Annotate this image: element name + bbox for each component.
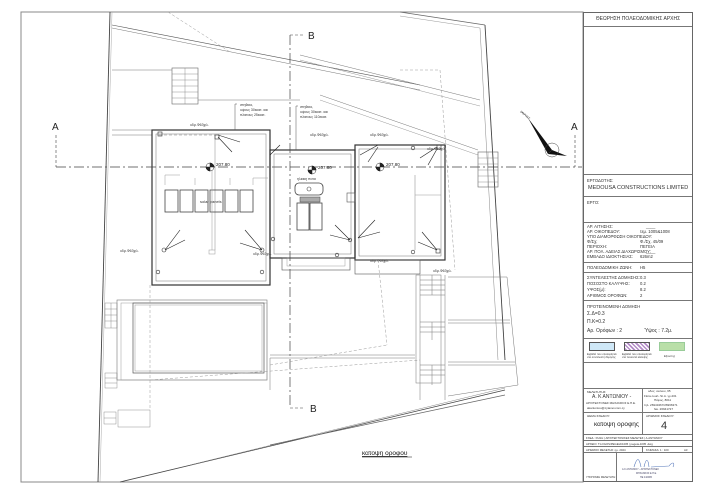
svg-text:στηθαιο,: στηθαιο, [240, 103, 253, 107]
drain-arrows [164, 134, 438, 251]
svg-text:υδρ.Φ63χιλ.: υδρ.Φ63χιλ. [253, 252, 272, 256]
legend: Εμβαδό που υπολογίζεται στο συντελεστή δ… [584, 339, 692, 363]
legend-swatch-coverage [624, 342, 650, 351]
svg-text:υψους 30εκατ. και: υψους 30εκατ. και [240, 108, 268, 112]
svg-text:υδρ.Φ63χιλ.: υδρ.Φ63χιλ. [370, 259, 389, 263]
svg-text:υδρ.Φ63χιλ.: υδρ.Φ63χιλ. [120, 249, 139, 253]
svg-text:υδρ.Φ63χιλ.: υδρ.Φ63χιλ. [190, 123, 209, 127]
empty-row [584, 363, 692, 389]
section-marker-b-top: B [308, 31, 315, 42]
sheet-subject: κατοψη οροφης [594, 421, 639, 428]
water-tank [294, 182, 324, 196]
roof-right-block [354, 144, 446, 261]
proposed-building: ΠΡΟΤΕΙΝΟΜΕΝΗ ΔΟΜΗΣΗ Σ.Δ=0.3 Π.Κ=0.2 Αρ. … [584, 301, 692, 339]
signature-area: ΥΠΟΓΡΑΦΗ ΜΕΛΕΤΗΤΗ: Α.Κ ΑΝΤΩΝΙΟΥ - ΑΡΧΙΤΕ… [584, 453, 692, 481]
section-marker-a-left: A [52, 122, 59, 133]
section-marker-b-bottom: B [310, 404, 317, 415]
signature-icon [633, 459, 675, 468]
svg-text:στηθαιο,: στηθαιο, [300, 105, 313, 109]
level-marker [205, 162, 385, 175]
title-block: ΘΕΩΡΗΣΗ ΠΟΛΕΟΔΟΜΙΚΗΣ ΑΡΧΗΣ ΕΡΓΟΔΟΤΗΣ: ME… [583, 12, 693, 482]
north-arrow-icon [521, 111, 567, 158]
svg-text:υψους 30εκατ. και: υψους 30εκατ. και [300, 110, 328, 114]
drawing-caption: κατοψη οροφου [362, 450, 408, 457]
pool-outline [116, 299, 268, 381]
svg-text:207.80: 207.80 [216, 162, 230, 167]
pool [132, 302, 265, 374]
solar-panels [164, 189, 254, 213]
svg-text:πλατους 25εκατ.: πλατους 25εκατ. [240, 113, 266, 117]
designer-block: ΜΕΛΕΤΗΤΗΣ: Α. Κ ΑΝΤΩΝΙΟΥ - ΑΡΧΙΤΕΚΤΟΝΕΣ … [584, 389, 692, 413]
svg-text:ηλιακη ποτα: ηλιακη ποτα [297, 177, 316, 181]
svg-text:207.80: 207.80 [318, 165, 332, 170]
property-fields: ΑΡ. ΑΙΤΗΣΗΣ: ____ ΑΡ. ΟΙΚΟΠΕΔΟΥ: τεμ. 10… [584, 223, 692, 263]
legend-swatch-balcony [659, 342, 685, 351]
client-name: MEDOUSA CONSTRUCTIONS LIMITED [588, 185, 689, 191]
authority-stamp-area [584, 27, 692, 175]
authority-heading: ΘΕΩΡΗΣΗ ΠΟΛΕΟΔΟΜΙΚΗΣ ΑΡΧΗΣ [595, 16, 681, 22]
svg-text:πλατους 110εκατ.: πλατους 110εκατ. [300, 115, 327, 119]
legend-swatch-floor-area [589, 342, 615, 351]
section-marker-a-right: A [571, 122, 578, 133]
roof-left-block [151, 129, 271, 286]
svg-text:207.80: 207.80 [386, 162, 400, 167]
sheet-info: ΘΕΜΑ ΣΧΕΔΙΟΥ: κατοψη οροφης ΑΡΙΘΜΟΣ ΣΧΕΔ… [584, 413, 692, 435]
building-ratios: ΣΥΝΤΕΛΕΣΤΗΣ ΔΟΜΗΣΗΣ: 0.3 ΠΟΣΟΣΤΟ ΚΑΛΥΨΗΣ… [584, 273, 692, 301]
svg-text:υδρ.Φ63χιλ.: υδρ.Φ63χιλ. [433, 269, 452, 273]
svg-text:υδρ.Φ63χιλ.: υδρ.Φ63χιλ. [427, 147, 446, 151]
svg-text:υδρ.Φ63χιλ.: υδρ.Φ63χιλ. [370, 133, 389, 137]
svg-text:solar panels: solar panels [200, 199, 222, 204]
svg-text:υδρ.Φ63χιλ.: υδρ.Φ63χιλ. [310, 133, 329, 137]
sheet-number: 4 [661, 420, 668, 432]
svg-text:ΒΟΡΡΑΣ: ΒΟΡΡΑΣ [519, 110, 531, 121]
